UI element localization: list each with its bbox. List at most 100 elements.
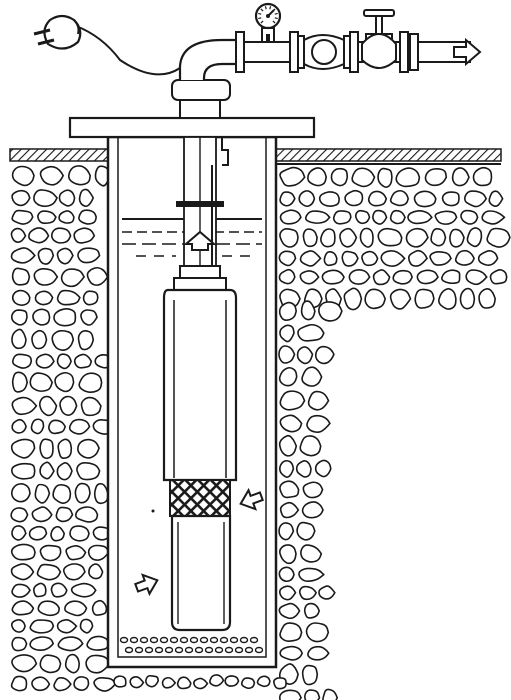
stone (441, 191, 460, 207)
stone (85, 654, 111, 674)
stone (209, 674, 225, 687)
stone (279, 166, 306, 187)
stone (33, 189, 58, 208)
stone (298, 585, 318, 601)
stone (307, 390, 330, 411)
stone (93, 676, 117, 692)
stone (77, 330, 95, 351)
gauge-tick (269, 6, 272, 10)
gravel-pebble (249, 636, 259, 644)
gravel-pebble (184, 646, 194, 654)
stone (451, 167, 470, 187)
stone (57, 438, 73, 460)
stone (256, 675, 271, 688)
stone (303, 602, 321, 619)
intake-arrow-left (134, 573, 159, 597)
stone (10, 483, 31, 503)
submersible-pump (162, 265, 238, 632)
stone (56, 619, 78, 634)
stone (278, 250, 297, 267)
stone (414, 288, 435, 309)
gravel-pebble (154, 646, 164, 654)
stone (73, 353, 93, 369)
stone (295, 459, 312, 478)
stone (298, 567, 325, 583)
stone (11, 289, 31, 306)
gravel-pebble (159, 636, 169, 644)
stone (434, 210, 458, 225)
gauge-tick (274, 17, 278, 20)
stone (279, 209, 302, 225)
stone (279, 191, 296, 207)
gravel-pebble (204, 646, 214, 654)
gravel-pebble (254, 646, 264, 654)
gravel-pebble (234, 646, 244, 654)
stone (161, 676, 177, 689)
stone (296, 346, 314, 365)
stone (78, 372, 103, 394)
stone (10, 543, 36, 561)
stone (38, 395, 58, 417)
stone (34, 483, 51, 504)
gravel-pebble (119, 636, 129, 644)
stone (11, 525, 27, 541)
gauge-tick (260, 8, 264, 12)
stone (11, 353, 33, 369)
stone (296, 521, 316, 541)
stone (11, 189, 31, 207)
stone (339, 227, 358, 248)
stone (33, 267, 59, 286)
stone (361, 250, 379, 267)
stone (301, 366, 323, 387)
stone (341, 250, 359, 267)
stone (64, 600, 88, 617)
stone (424, 167, 448, 187)
stone (28, 525, 48, 541)
stone (438, 288, 457, 310)
gravel-pebble (189, 636, 199, 644)
stone (11, 209, 34, 225)
stone (278, 268, 296, 285)
stone (367, 190, 388, 207)
stone (486, 227, 511, 248)
gravel-pebble (244, 646, 254, 654)
stone (380, 250, 406, 267)
stone (372, 209, 388, 225)
stone (430, 227, 447, 247)
stone (87, 544, 110, 561)
stone (301, 501, 324, 519)
stone (297, 323, 325, 342)
stone (50, 525, 66, 542)
stone (31, 329, 48, 350)
stone (278, 459, 295, 478)
stone (323, 250, 338, 267)
gravel-pebble (134, 646, 144, 654)
stone (11, 396, 38, 416)
stone (51, 329, 75, 351)
stone (407, 249, 428, 267)
gauge-tick (272, 20, 276, 24)
stone (278, 434, 298, 457)
stone (307, 167, 328, 187)
stone (278, 602, 301, 620)
stone (34, 290, 54, 306)
gravel-pebble (124, 646, 134, 654)
stone (278, 366, 298, 387)
stone (58, 210, 75, 224)
stone (272, 677, 287, 690)
stone (32, 308, 51, 326)
stone (37, 247, 55, 265)
stone (39, 438, 54, 460)
stone (300, 300, 316, 321)
stone (314, 459, 332, 478)
stone (330, 167, 349, 187)
stone (29, 619, 55, 634)
stone (39, 165, 65, 186)
stone (320, 228, 336, 248)
stone (300, 544, 323, 563)
stone (279, 645, 304, 661)
stone (29, 636, 55, 652)
gauge-tick (260, 20, 264, 24)
stone (344, 189, 364, 207)
